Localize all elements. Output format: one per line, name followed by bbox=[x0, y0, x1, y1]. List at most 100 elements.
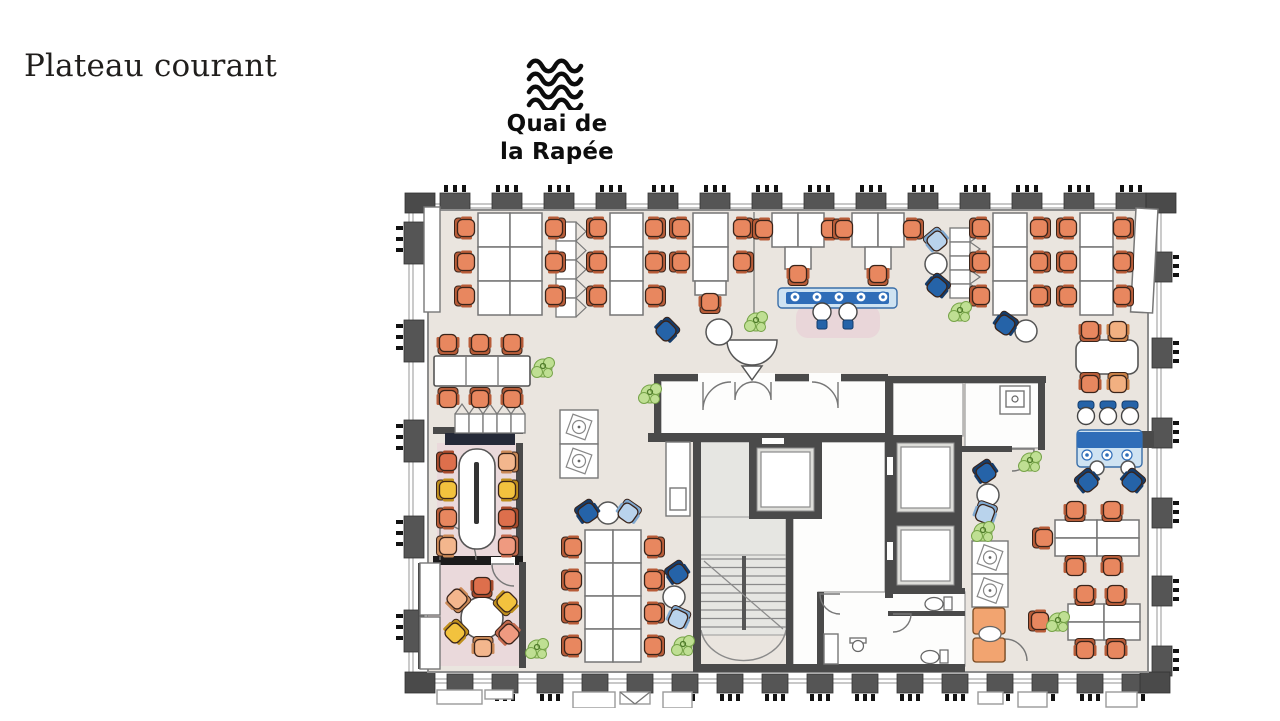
chair-part bbox=[1091, 471, 1101, 481]
window-box bbox=[977, 691, 1004, 705]
elevator-car bbox=[760, 451, 811, 508]
stool bbox=[1076, 406, 1096, 426]
waves-icon bbox=[526, 58, 584, 110]
chair-part bbox=[470, 389, 490, 409]
stair-diagonal bbox=[703, 560, 784, 630]
desk bbox=[477, 280, 511, 316]
door-swing-arc bbox=[892, 613, 912, 633]
facade-pier bbox=[761, 673, 789, 694]
chair-part bbox=[588, 252, 608, 272]
facade-tick bbox=[396, 435, 403, 439]
cabinet bbox=[419, 616, 441, 670]
facade-tick bbox=[1120, 185, 1124, 192]
facade-tick bbox=[396, 226, 403, 230]
facade-pier bbox=[403, 221, 425, 265]
plant-detail bbox=[646, 388, 654, 396]
window-box bbox=[572, 691, 616, 708]
lounge-chair bbox=[665, 605, 692, 630]
plant-detail bbox=[979, 526, 987, 534]
chair-part bbox=[671, 218, 691, 238]
plant-leaf bbox=[525, 647, 537, 659]
toilet bbox=[920, 649, 940, 665]
chair-part bbox=[732, 252, 752, 272]
facade-tick bbox=[1173, 501, 1179, 505]
chair-part bbox=[502, 333, 522, 353]
chair-part bbox=[459, 587, 469, 597]
facade-tick bbox=[871, 694, 875, 701]
chair-part bbox=[511, 622, 521, 632]
lounge-chair bbox=[922, 226, 950, 253]
office-chair bbox=[1063, 500, 1087, 522]
facade-pier bbox=[403, 319, 425, 363]
chair-part bbox=[975, 462, 997, 484]
desk bbox=[584, 529, 614, 564]
plant bbox=[744, 311, 768, 332]
door-swing-arc bbox=[752, 381, 772, 401]
office-chair bbox=[497, 478, 519, 502]
locker-cell bbox=[949, 269, 971, 285]
chair-part bbox=[496, 591, 518, 613]
plant-leaf bbox=[1058, 622, 1068, 632]
desk bbox=[771, 212, 799, 248]
lounge-chair bbox=[574, 498, 601, 524]
chair-part bbox=[456, 218, 476, 238]
window-box bbox=[662, 691, 693, 708]
plant-leaf bbox=[756, 322, 766, 332]
cabinet bbox=[423, 206, 441, 313]
chair-part bbox=[992, 314, 1001, 325]
chair-part bbox=[1008, 326, 1017, 336]
office-chair bbox=[1112, 250, 1134, 274]
chair-part bbox=[1080, 320, 1100, 340]
facade-tick bbox=[921, 185, 925, 192]
office-chair bbox=[832, 217, 854, 241]
chair-part bbox=[1075, 584, 1095, 604]
door-opening bbox=[491, 557, 515, 565]
stool bbox=[812, 302, 832, 322]
locker-cell bbox=[949, 283, 971, 299]
chair-part bbox=[457, 635, 467, 645]
facade-tick bbox=[496, 185, 500, 192]
side-table bbox=[924, 252, 948, 276]
office-chair bbox=[1056, 216, 1078, 240]
facade-tick bbox=[396, 324, 403, 328]
office-chair bbox=[1112, 216, 1134, 240]
desk bbox=[1054, 519, 1098, 539]
facade-pier bbox=[1076, 673, 1104, 694]
lounge-chair bbox=[972, 500, 998, 525]
chair-part bbox=[563, 603, 583, 623]
office-chair bbox=[1078, 320, 1102, 342]
office-chair bbox=[471, 636, 495, 658]
conference-table-spine bbox=[474, 462, 479, 524]
chair-part bbox=[1112, 218, 1132, 238]
chair-part bbox=[643, 603, 663, 623]
door-opening bbox=[809, 373, 841, 383]
door-opening bbox=[698, 373, 734, 383]
chair-part bbox=[788, 264, 808, 284]
cabinet bbox=[823, 633, 839, 665]
wall bbox=[433, 556, 523, 565]
locker-cell bbox=[949, 255, 971, 271]
stair-curve bbox=[700, 629, 787, 662]
desk bbox=[612, 628, 642, 663]
facade-tick bbox=[961, 694, 965, 701]
plate-dot bbox=[1105, 453, 1109, 457]
door-swing-arc bbox=[819, 593, 841, 615]
office-chair bbox=[732, 250, 754, 274]
office-chair bbox=[1028, 609, 1050, 633]
stool bbox=[1098, 406, 1118, 426]
window-box bbox=[436, 689, 483, 705]
plant-leaf bbox=[671, 644, 683, 656]
facade-tick bbox=[1173, 597, 1179, 601]
door-swing-arc bbox=[734, 381, 754, 401]
stool bbox=[1120, 406, 1140, 426]
facade-pier bbox=[1151, 645, 1173, 677]
plant-leaf bbox=[543, 368, 553, 378]
facade-tick bbox=[1006, 694, 1010, 701]
facade-tick bbox=[691, 694, 695, 701]
office-chair bbox=[1056, 250, 1078, 274]
facade-tick bbox=[1096, 694, 1100, 701]
office-chair bbox=[1032, 526, 1054, 550]
chair-part bbox=[972, 505, 979, 517]
facade-tick bbox=[396, 520, 403, 524]
